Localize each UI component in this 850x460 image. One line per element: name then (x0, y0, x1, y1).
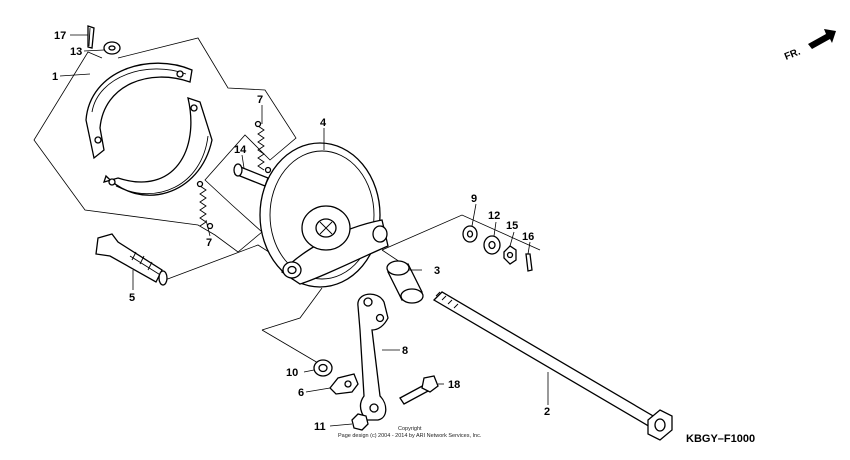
group-bracket-shoes (33, 37, 297, 253)
brake-arm-8[interactable] (357, 293, 389, 421)
brake-shoe-upper-1[interactable] (85, 62, 193, 160)
washer-9[interactable] (462, 225, 478, 243)
callout-10[interactable]: 10 (286, 367, 298, 379)
callout-2[interactable]: 2 (544, 406, 550, 418)
brake-cam-5[interactable] (95, 233, 168, 286)
copyright-line-1: Copyright (398, 426, 422, 432)
bolt-18[interactable] (399, 375, 439, 405)
washer-12[interactable] (483, 235, 501, 255)
front-direction-arrow-icon: FR. (783, 29, 836, 63)
washer-10[interactable] (313, 359, 333, 377)
callout-11[interactable]: 11 (314, 421, 326, 433)
callouts: 17 13 1 7 7 4 14 5 3 9 12 15 16 8 2 10 6… (52, 30, 550, 433)
collar-3[interactable] (386, 260, 424, 304)
spring-7-lower[interactable] (196, 180, 214, 230)
brake-panel-4[interactable] (259, 142, 389, 288)
callout-13[interactable]: 13 (70, 46, 82, 58)
callout-6[interactable]: 6 (298, 387, 304, 399)
nut-15[interactable] (503, 245, 517, 265)
callout-18[interactable]: 18 (448, 379, 460, 391)
callout-3[interactable]: 3 (434, 265, 440, 277)
cotter-pin-17[interactable] (87, 25, 95, 49)
copyright-line-2: Page design (c) 2004 - 2014 by ARI Netwo… (338, 433, 482, 439)
callout-7-upper[interactable]: 7 (257, 94, 263, 106)
callout-17[interactable]: 17 (54, 30, 66, 42)
group-bracket-axle-hardware (381, 214, 541, 263)
spring-7-upper[interactable] (254, 120, 272, 174)
leader-lines (59, 34, 549, 427)
nut-11[interactable] (351, 413, 369, 431)
cotter-pin-16[interactable] (525, 253, 533, 272)
callout-4[interactable]: 4 (320, 117, 327, 129)
callout-15[interactable]: 15 (506, 220, 518, 232)
callout-16[interactable]: 16 (522, 231, 534, 243)
callout-5[interactable]: 5 (129, 292, 135, 304)
group-bracket-lever (261, 287, 331, 371)
washer-13[interactable] (103, 41, 121, 55)
wear-indicator-6[interactable] (329, 373, 359, 395)
brake-shoe-lower-1[interactable] (102, 97, 213, 196)
callout-9[interactable]: 9 (471, 193, 477, 205)
callout-12[interactable]: 12 (488, 210, 500, 222)
callout-1[interactable]: 1 (52, 71, 58, 83)
axle-2[interactable] (432, 291, 673, 441)
front-direction-label: FR. (783, 46, 802, 62)
diagram-code: KBGY–F1000 (686, 433, 755, 445)
callout-14[interactable]: 14 (234, 144, 247, 156)
bolt-14[interactable] (233, 163, 269, 187)
callout-7-lower[interactable]: 7 (206, 237, 212, 249)
callout-8[interactable]: 8 (402, 345, 408, 357)
